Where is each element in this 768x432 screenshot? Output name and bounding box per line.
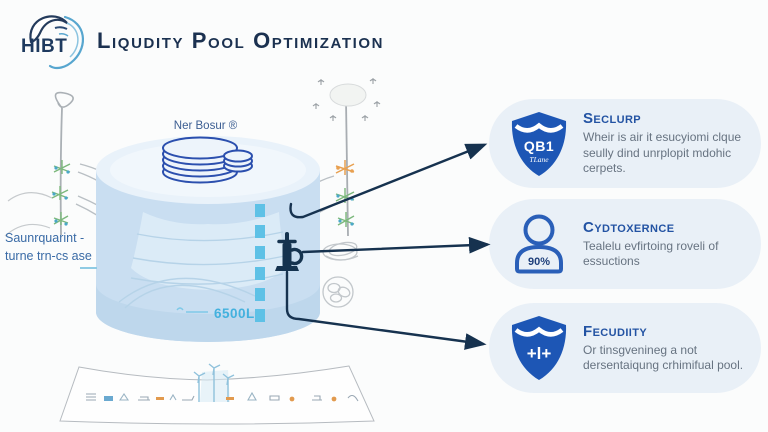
tank-label: Ner Bosur ® — [173, 120, 238, 132]
shield-badge-text: QB1 — [524, 138, 554, 154]
feature-card-coverage: 90% Cydtoxernce Tealelu evfirtoing rovel… — [489, 199, 761, 289]
mini-city-icons — [86, 391, 359, 402]
shield-badge-subtext: TLane — [529, 155, 549, 164]
feature-card-security: QB1 TLane Seclurp Wheir is air it esucyi… — [489, 99, 761, 188]
card-title: Cydtoxernce — [583, 218, 675, 236]
card-title: Fecudiity — [583, 322, 648, 340]
side-annotation: Saunrquarint - turne trn-cs ase — [5, 229, 101, 265]
card-body: Tealelu evfirtoing roveli of essuctions — [583, 238, 719, 268]
liquidity-pool-tank — [96, 136, 320, 342]
annotation-connector-line — [80, 267, 97, 269]
tank-volume-label: 6500L — [214, 306, 255, 321]
card-body: Wheir is air it esucyiomi clque seully d… — [583, 130, 742, 176]
coin-stack-icon — [162, 136, 253, 184]
card-title: Seclurp — [583, 110, 642, 128]
shield-plus-icon: +l+ — [507, 314, 571, 382]
shield-plus-text: +l+ — [527, 344, 552, 363]
bug-sketches-icon — [312, 78, 381, 121]
logo-text: HIBT — [21, 36, 68, 57]
wind-turbines-icon — [193, 363, 235, 402]
city-platform-sketch — [59, 363, 375, 425]
side-annotation-line1: Saunrquarint - — [5, 231, 85, 245]
shield-badge-icon: QB1 TLane — [507, 110, 571, 178]
card-body: Or tinsgvenineg a not dersentaiqung crhi… — [583, 342, 744, 372]
feature-card-pool: +l+ Fecudiity Or tinsgvenineg a not ders… — [489, 303, 761, 393]
person-badge-text: 90% — [528, 256, 550, 268]
hibt-wave-logo-icon — [29, 15, 85, 70]
side-annotation-line2: turne trn-cs ase — [5, 249, 92, 264]
page-title: Liqudity Pool Optimization — [97, 28, 385, 53]
person-icon: 90% — [507, 212, 571, 276]
